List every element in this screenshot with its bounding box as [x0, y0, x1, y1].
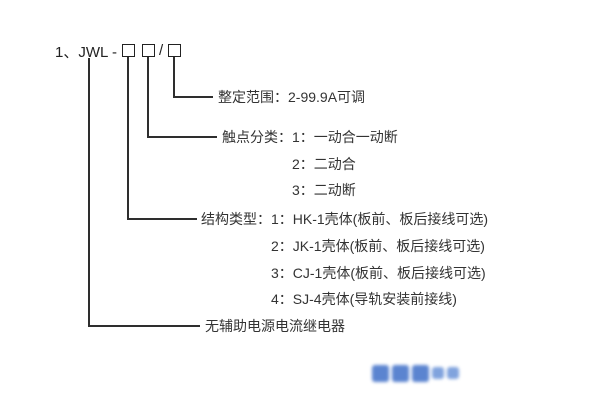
model-box-contact [142, 44, 155, 57]
watermark-glyph [447, 367, 459, 379]
structure-option-2: 2：JK-1壳体(板前、板后接线可选) [271, 238, 485, 254]
watermark-glyph [392, 364, 409, 382]
watermark-glyph [432, 367, 444, 379]
connector-structure-vertical [127, 57, 129, 219]
structure-type-label: 结构类型：1：HK-1壳体(板前、板后接线可选) [201, 211, 489, 227]
model-slash-text: / [159, 42, 164, 59]
model-code-text: 1、JWL - [55, 44, 117, 61]
relay-name-label: 无辅助电源电流继电器 [205, 318, 345, 334]
connector-contact-vertical [147, 57, 149, 137]
watermark-stamp [372, 360, 460, 386]
connector-setting-vertical [173, 57, 175, 97]
model-box-setting [168, 44, 181, 57]
connector-contact-horizontal [147, 136, 217, 138]
contact-class-label: 触点分类：1：一动合一动断 [222, 129, 398, 145]
watermark-glyph [372, 364, 389, 382]
contact-option-2: 2：二动合 [292, 156, 356, 172]
structure-option-4: 4：SJ-4壳体(导轨安装前接线) [271, 291, 457, 307]
watermark-glyph [412, 364, 429, 382]
model-box-structure [122, 44, 135, 57]
connector-relay-horizontal [88, 325, 200, 327]
contact-option-3: 3：二动断 [292, 182, 356, 198]
structure-option-3: 3：CJ-1壳体(板前、板后接线可选) [271, 265, 486, 281]
connector-setting-horizontal [173, 96, 213, 98]
setting-range-label: 整定范围：2-99.9A可调 [218, 89, 366, 105]
connector-structure-horizontal [127, 218, 197, 220]
connector-relay-vertical [88, 58, 90, 326]
